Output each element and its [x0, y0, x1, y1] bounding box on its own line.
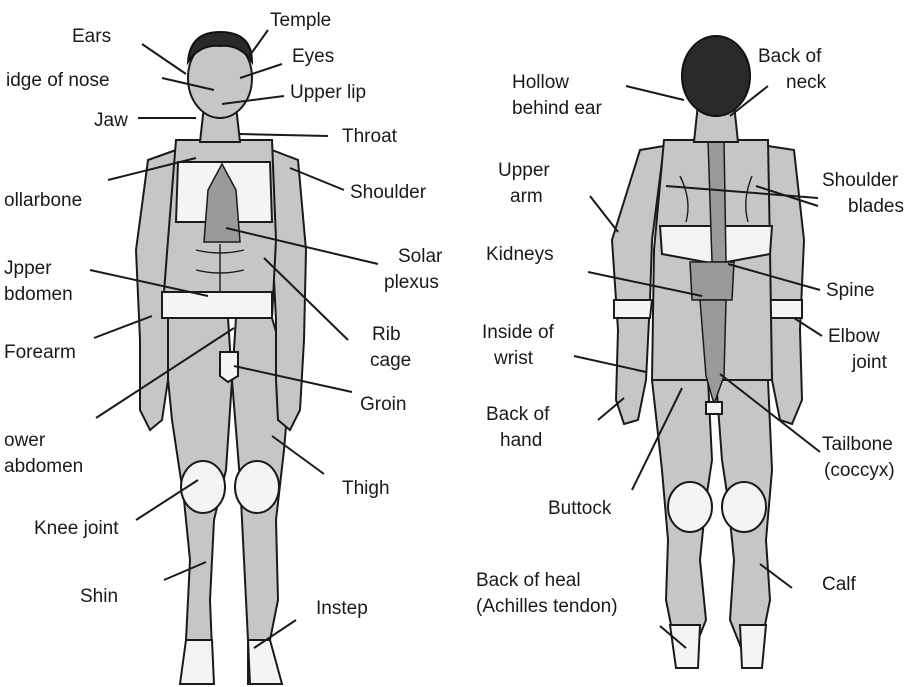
label-shoulder-blades-1: Shoulder [822, 170, 899, 191]
back-right-knee [722, 482, 766, 532]
label-solar-plexus-2: plexus [384, 272, 439, 293]
label-tailbone-1: Tailbone [822, 434, 893, 455]
label-upper-abdomen-1: Jpper [4, 258, 52, 279]
back-right-wrist-band [768, 300, 802, 318]
leader-temple [248, 30, 268, 58]
front-right-foot [248, 640, 282, 684]
label-ears: Ears [72, 26, 111, 47]
leader-hollow-behind-ear [626, 86, 684, 100]
front-waist-band [162, 292, 272, 318]
label-spine: Spine [826, 280, 875, 301]
label-bridge-of-nose: idge of nose [6, 70, 110, 91]
label-elbow-joint-1: Elbow [828, 326, 880, 347]
label-upper-arm-2: arm [510, 186, 543, 207]
front-right-arm [272, 150, 306, 430]
label-back-of-hand-1: Back of [486, 404, 550, 425]
label-collarbone: ollarbone [4, 190, 82, 211]
label-back-of-hand-2: hand [500, 430, 542, 451]
label-buttock: Buttock [548, 498, 612, 519]
label-shoulder-blades-2: blades [848, 196, 904, 217]
label-temple: Temple [270, 10, 331, 31]
label-back-of-heal-1: Back of heal [476, 570, 581, 591]
back-spine-area [708, 140, 726, 262]
back-tailbone-marker [706, 402, 722, 414]
leader-upper-arm [590, 196, 618, 232]
label-lower-abdomen-1: ower [4, 430, 46, 451]
back-left-knee [668, 482, 712, 532]
label-shin: Shin [80, 586, 118, 607]
back-figure [612, 36, 804, 668]
label-upper-lip: Upper lip [290, 82, 366, 103]
label-inside-of-wrist-2: wrist [493, 348, 534, 369]
front-right-knee [235, 461, 279, 513]
label-hollow-behind-ear-1: Hollow [512, 72, 569, 93]
label-solar-plexus-1: Solar [398, 246, 443, 267]
label-lower-abdomen-2: abdomen [4, 456, 83, 477]
label-forearm: Forearm [4, 342, 76, 363]
label-jaw: Jaw [94, 110, 128, 131]
leader-throat [240, 134, 328, 136]
label-shoulder: Shoulder [350, 182, 427, 203]
label-knee-joint: Knee joint [34, 518, 119, 539]
label-calf: Calf [822, 574, 857, 595]
label-rib-cage-2: cage [370, 350, 411, 371]
label-eyes: Eyes [292, 46, 334, 67]
label-inside-of-wrist-1: Inside of [482, 322, 555, 343]
label-back-of-neck-2: neck [786, 72, 827, 93]
label-kidneys: Kidneys [486, 244, 554, 265]
back-right-arm [766, 146, 804, 424]
label-hollow-behind-ear-2: behind ear [512, 98, 602, 119]
label-elbow-joint-2: joint [851, 352, 888, 373]
label-throat: Throat [342, 126, 398, 147]
label-thigh: Thigh [342, 478, 390, 499]
label-back-of-neck-1: Back of [758, 46, 822, 67]
back-right-heel [740, 625, 766, 668]
label-upper-abdomen-2: bdomen [4, 284, 73, 305]
front-figure [136, 32, 306, 684]
label-tailbone-2: (coccyx) [824, 460, 895, 481]
leader-ears [142, 44, 186, 74]
back-left-wrist-band [614, 300, 652, 318]
back-head [682, 36, 750, 116]
label-instep: Instep [316, 598, 368, 619]
label-groin: Groin [360, 394, 406, 415]
label-back-of-heal-2: (Achilles tendon) [476, 596, 618, 617]
front-left-foot [180, 640, 214, 684]
label-rib-cage-1: Rib [372, 324, 401, 345]
label-upper-arm-1: Upper [498, 160, 550, 181]
